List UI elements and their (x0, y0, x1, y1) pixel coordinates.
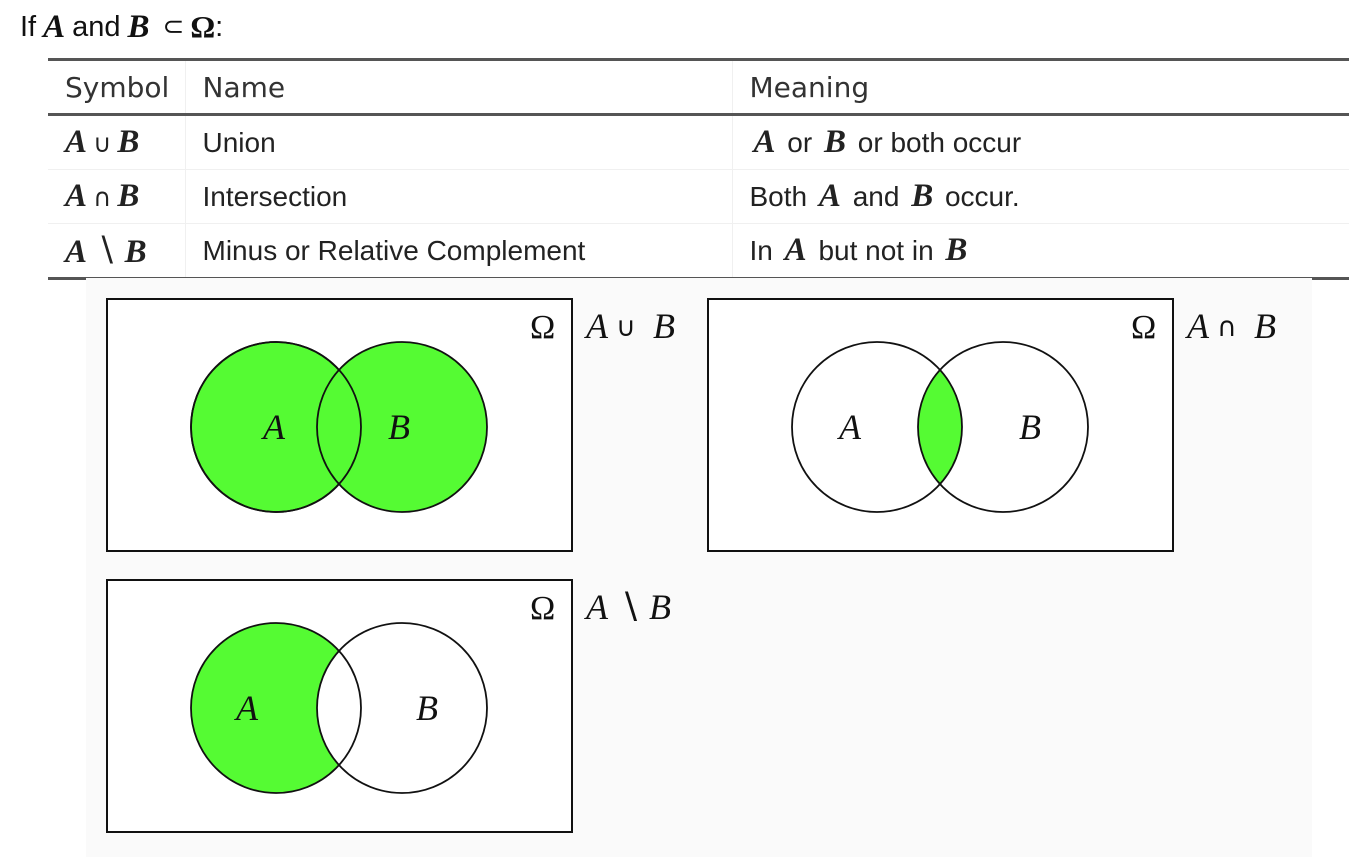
meaning-text: occur. (944, 181, 1020, 212)
caption-set-b: B (649, 587, 671, 627)
meaning-text: In (749, 235, 773, 266)
subset-symbol: ⊂ (162, 12, 185, 42)
meaning-cell: A or B or both occur (731, 114, 1349, 170)
set-a-label: A (261, 407, 286, 447)
setminus-operator: ∖ (95, 230, 117, 271)
meaning-set-b: B (945, 232, 968, 268)
universe-label: Ω (1131, 309, 1156, 346)
circle-a (190, 622, 362, 794)
meaning-set-a: A (818, 178, 841, 214)
meaning-set-a: A (753, 124, 776, 160)
intro-set-a: A (43, 8, 66, 45)
intro-colon: : (215, 10, 224, 43)
set-b-label: B (416, 688, 438, 728)
intersection-operator: ∩ (93, 183, 112, 212)
meaning-cell: Both A and B occur. (731, 169, 1349, 224)
caption-operator: ∩ (1217, 312, 1237, 343)
caption-set-a: A (584, 587, 609, 627)
meaning-set-b: B (911, 178, 934, 214)
circle-a (791, 341, 963, 513)
symbol-set-a: A (65, 233, 88, 270)
circle-b (917, 341, 1089, 513)
circle-a-outline (190, 341, 362, 513)
meaning-set-a: A (784, 232, 807, 268)
circle-b (316, 622, 488, 794)
symbol-set-b: B (117, 178, 140, 214)
difference-region (191, 623, 361, 793)
name-cell: Intersection (184, 169, 732, 224)
symbol-cell: A∖B (48, 223, 185, 279)
set-a-label: A (234, 688, 259, 728)
symbol-set-b: B (117, 124, 140, 160)
meaning-text: Both (749, 181, 808, 212)
symbol-set-b: B (124, 233, 147, 270)
universe-label: Ω (530, 309, 555, 346)
meaning-text: or both occur (857, 127, 1022, 158)
meaning-text: but not in (818, 235, 934, 266)
name-cell: Union (184, 114, 732, 170)
meaning-set-b: B (823, 124, 846, 160)
set-b-label: B (1019, 407, 1041, 447)
symbol-cell: A∩B (48, 169, 185, 224)
intro-if: If (20, 10, 37, 43)
intro-omega: Ω (190, 9, 216, 44)
intro-set-b: B (127, 8, 150, 45)
meaning-text: or (787, 127, 813, 158)
venn-union: A B Ω A ∪ B (106, 298, 675, 552)
set-a-label: A (837, 407, 862, 447)
intro-line: If A and B ⊂ Ω : (20, 4, 223, 50)
meaning-cell: In A but not in B (731, 223, 1349, 279)
table-header-row: Symbol Name Meaning (48, 59, 1349, 115)
header-symbol: Symbol (65, 70, 170, 104)
caption-set-a: A (584, 306, 609, 346)
caption-set-a: A (1185, 306, 1210, 346)
caption-operator: ∖ (618, 587, 641, 628)
set-b-label: B (388, 407, 410, 447)
header-meaning: Meaning (731, 59, 1349, 115)
table-row-union: A∪B Union A or B or both occur (48, 114, 1349, 170)
meaning-text: and (852, 181, 900, 212)
caption-set-b: B (653, 306, 675, 346)
symbol-cell: A∪B (48, 115, 185, 170)
symbol-set-a: A (65, 178, 88, 214)
symbol-set-a: A (65, 124, 88, 160)
table-row-intersection: A∩B Intersection Both A and B occur. (48, 169, 1349, 224)
header-name: Name (184, 59, 732, 115)
set-operations-table: Symbol Name Meaning A∪B Union A or B or … (48, 58, 1349, 280)
universe-label: Ω (530, 590, 555, 627)
circle-b (316, 341, 488, 513)
caption-operator: ∪ (616, 312, 636, 343)
name-cell: Minus or Relative Complement (184, 223, 732, 279)
venn-intersection: A B Ω A ∩ B (707, 298, 1276, 552)
table-row-difference: A∖B Minus or Relative Complement In A bu… (48, 223, 1349, 279)
intro-and: and (72, 10, 121, 43)
union-operator: ∪ (93, 129, 112, 158)
venn-difference: A B Ω A ∖ B (106, 579, 671, 833)
caption-set-b: B (1254, 306, 1276, 346)
